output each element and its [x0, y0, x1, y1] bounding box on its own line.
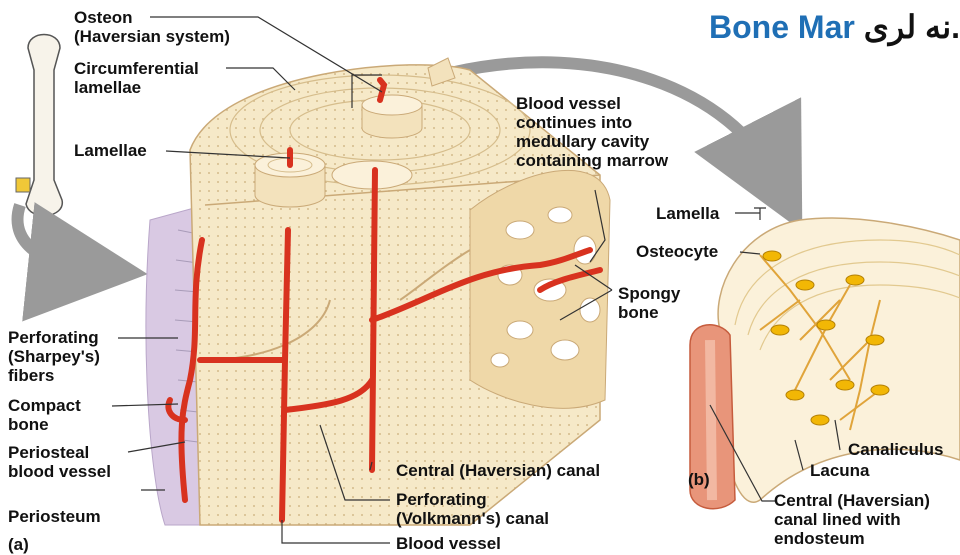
page-title: Bone Mar نه لرى. — [709, 8, 960, 46]
page-title-blue: Bone Mar — [709, 9, 855, 45]
label-circumferential-lamellae: Circumferential lamellae — [74, 59, 199, 97]
long-bone-thumbnail — [16, 35, 62, 216]
label-panel-a: (a) — [8, 535, 29, 554]
label-blood-vessel-marrow: Blood vessel continues into medullary ca… — [516, 94, 668, 170]
label-osteon: Osteon (Haversian system) — [74, 8, 230, 46]
label-lacuna: Lacuna — [810, 461, 870, 480]
label-panel-b: (b) — [688, 470, 710, 489]
label-osteocyte: Osteocyte — [636, 242, 718, 261]
label-compact-bone: Compact bone — [8, 396, 81, 434]
label-blood-vessel: Blood vessel — [396, 534, 501, 553]
label-central-canal-b: Central (Haversian) canal lined with end… — [774, 491, 930, 548]
label-canaliculus: Canaliculus — [848, 440, 943, 459]
label-central-canal: Central (Haversian) canal — [396, 461, 600, 480]
label-spongy-bone: Spongy bone — [618, 284, 680, 322]
label-lamella: Lamella — [656, 204, 719, 223]
label-periosteum: Periosteum — [8, 507, 101, 526]
label-lamellae: Lamellae — [74, 141, 147, 160]
osteon-cylinder-back — [362, 95, 422, 138]
label-volkmann-canal: Perforating (Volkmann's) canal — [396, 490, 549, 528]
page-title-rtl: نه لرى. — [864, 9, 960, 45]
label-periosteal-blood-vessel: Periosteal blood vessel — [8, 443, 111, 481]
label-perforating-fibers: Perforating (Sharpey's) fibers — [8, 328, 100, 385]
